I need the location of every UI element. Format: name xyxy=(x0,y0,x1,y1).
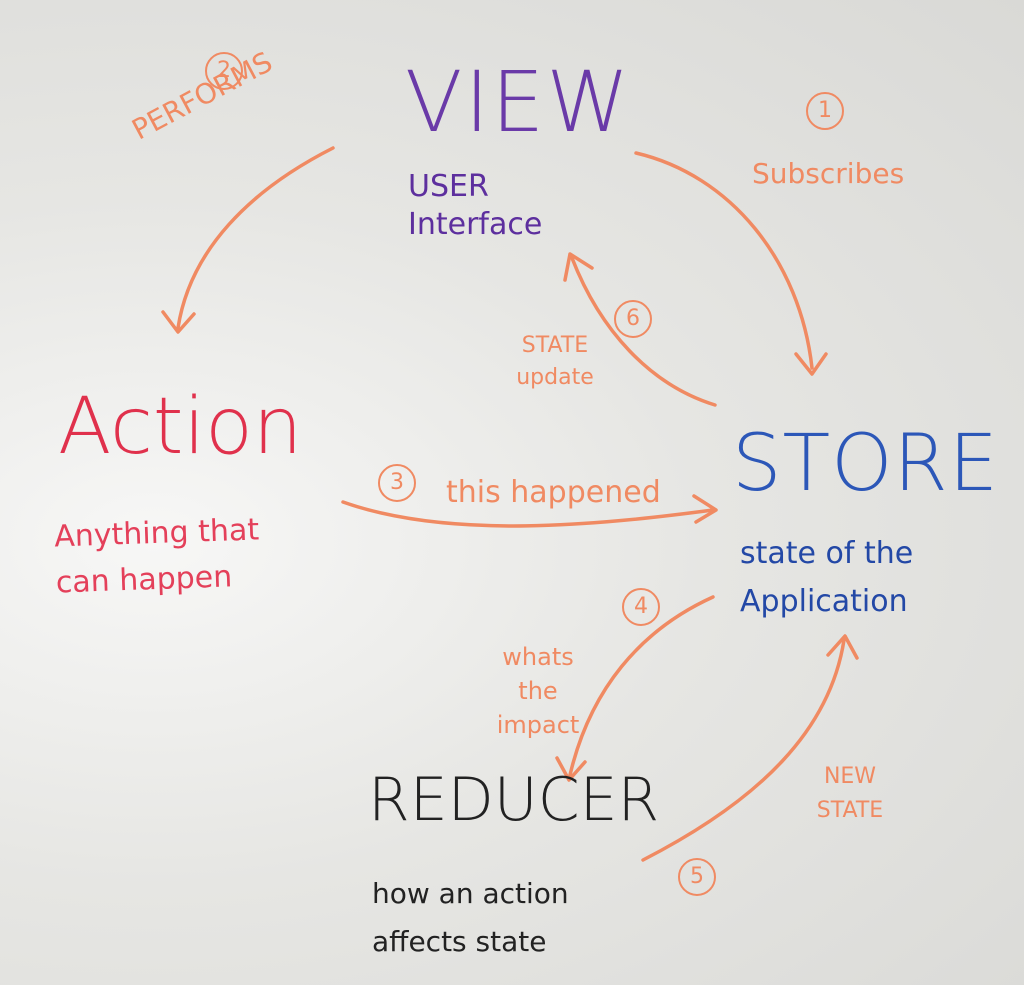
step-number-4: 4 xyxy=(622,588,660,626)
store-title: STORE xyxy=(732,419,1000,509)
arrow-store-to-view xyxy=(570,256,717,407)
view-title: VIEW xyxy=(405,53,632,151)
step-number-5: 5 xyxy=(678,858,716,896)
step-label-state-update: STATE update xyxy=(516,333,594,390)
arrow-store-to-reducer-head xyxy=(555,756,587,782)
arrow-view-to-store-head xyxy=(794,352,828,376)
arrow-view-to-action xyxy=(176,146,335,330)
step-label-this-happened: this happened xyxy=(446,475,661,510)
reducer-title: REDUCER xyxy=(368,765,660,835)
store-subtitle: state of the Application xyxy=(740,536,914,619)
step-number-3: 3 xyxy=(378,464,416,502)
action-title: Action xyxy=(58,382,303,472)
view-subtitle: USER Interface xyxy=(408,169,543,242)
arrow-view-to-action-head xyxy=(161,310,196,334)
step-number-2: 2 xyxy=(205,52,243,90)
step-label-new-state: NEW STATE xyxy=(816,764,884,823)
arrow-action-to-store xyxy=(341,500,715,528)
arrow-view-to-store xyxy=(634,151,814,370)
reducer-subtitle: how an action affects state xyxy=(372,877,569,958)
step-label-subscribes: Subscribes xyxy=(752,157,905,190)
arrow-reducer-to-store xyxy=(641,638,846,862)
arrow-store-to-reducer xyxy=(568,595,715,777)
action-subtitle: Anything that can happen xyxy=(53,512,260,601)
arrow-store-to-view-head xyxy=(563,252,594,282)
arrow-reducer-to-store-head xyxy=(826,634,859,660)
step-number-1: 1 xyxy=(806,92,844,130)
arrow-action-to-store-head xyxy=(692,494,718,524)
step-label-whats-the-impact: whats the impact xyxy=(496,643,580,739)
step-number-6: 6 xyxy=(614,300,652,338)
